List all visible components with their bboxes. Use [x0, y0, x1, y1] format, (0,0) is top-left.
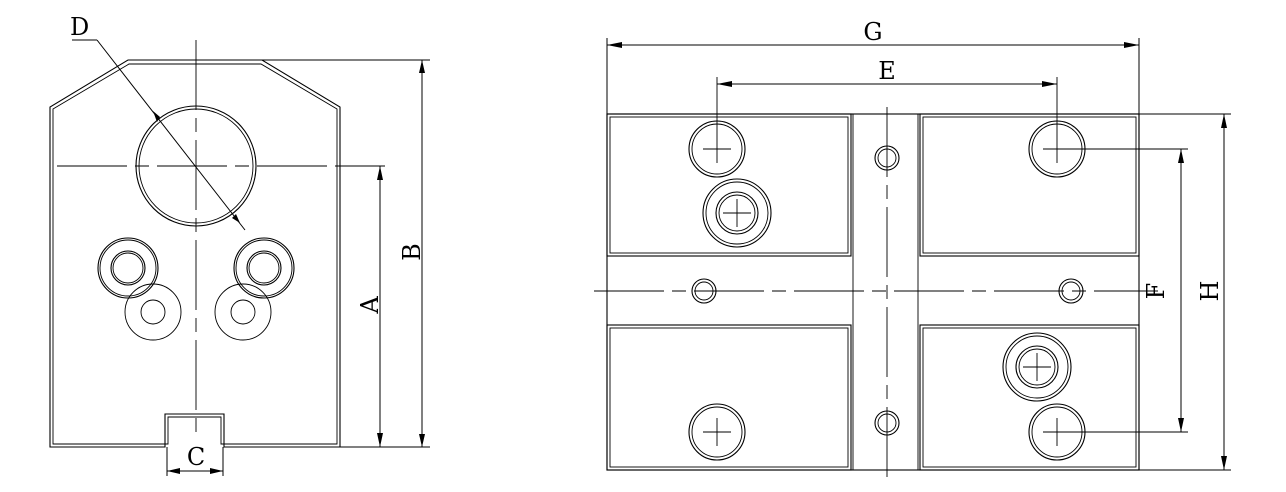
label-d: D [70, 13, 89, 41]
label-a: A [356, 296, 384, 315]
right-part-outline [606, 113, 1140, 471]
counterbored-screws [702, 178, 1072, 402]
label-e: E [878, 57, 896, 85]
dimension-b: B [262, 59, 430, 447]
label-b: B [398, 243, 426, 261]
mounting-holes [688, 77, 1188, 461]
left-part-outline [49, 59, 341, 448]
left-counterbore-group [97, 237, 182, 341]
dimension-h: H [1139, 113, 1231, 471]
block-bottom-left [606, 324, 852, 471]
label-c: C [187, 443, 205, 471]
dimension-g: G [606, 18, 1140, 114]
dimension-d: D [70, 13, 246, 231]
block-top-right [919, 113, 1140, 257]
dimension-a: A [340, 165, 430, 448]
block-top-left [606, 113, 852, 257]
right-counterbore-group [214, 237, 295, 341]
right-view: G E F H [594, 18, 1231, 478]
label-f: F [1142, 283, 1170, 300]
dimension-f: F [1142, 149, 1184, 432]
pin-holes [691, 145, 1084, 436]
label-g: G [863, 18, 882, 46]
left-view: D A B C [49, 13, 430, 476]
dimension-c: C [166, 443, 224, 476]
dimension-e: E [717, 57, 1057, 87]
label-h: H [1196, 281, 1224, 302]
left-part-outline-inner [52, 63, 338, 445]
